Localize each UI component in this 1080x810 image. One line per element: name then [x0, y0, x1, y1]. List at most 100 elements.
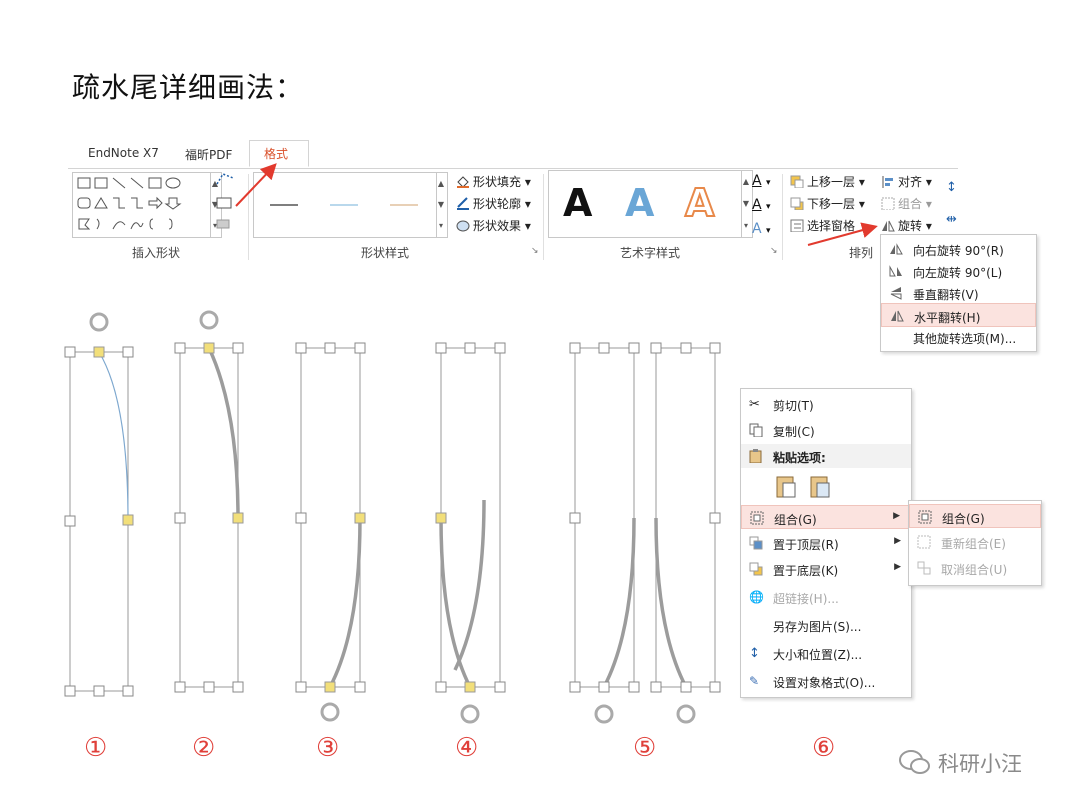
align-label: 对齐 — [898, 175, 923, 189]
step-5-shape[interactable] — [569, 342, 721, 724]
submenu-ungroup[interactable]: 取消组合(U) — [909, 556, 1041, 580]
group-label-shape-styles: 形状样式 — [361, 246, 410, 260]
shape-fill-button[interactable]: 形状填充 ▾ — [456, 173, 531, 190]
menu-size-and-position[interactable]: ↕大小和位置(Z)... — [749, 646, 863, 662]
drawing-steps — [64, 310, 721, 724]
shape-style-gallery[interactable] — [253, 172, 437, 238]
shape-style-lines — [270, 204, 418, 206]
paste-option-icons[interactable] — [775, 473, 839, 501]
bring-forward-label: 上移一层 — [807, 175, 856, 189]
format-brush-icon: ✎ — [749, 674, 760, 688]
menu-group[interactable]: 组合(G)▶ — [741, 505, 911, 529]
text-outline-button[interactable]: A ▾ — [752, 197, 771, 213]
send-backward-button[interactable]: 下移一层 ▾ — [790, 195, 865, 212]
globe-icon: 🌐 — [749, 590, 764, 604]
text-fill-button[interactable]: A ▾ — [752, 173, 771, 189]
wordart-sample-orange: A — [684, 180, 715, 226]
wordart-sample-blue: A — [625, 181, 655, 225]
width-icon[interactable]: ⇹ — [946, 212, 957, 227]
selection-pane-label: 选择窗格 — [807, 219, 856, 233]
tab-endnote[interactable]: EndNote X7 — [88, 146, 159, 160]
menu-save-as-picture[interactable]: 另存为图片(S)... — [773, 620, 862, 634]
menu-copy[interactable]: 复制(C) — [741, 418, 911, 442]
rotate-icon — [882, 220, 895, 232]
shapes-gallery-icons — [77, 177, 182, 230]
context-menu: ✂剪切(T) 复制(C) 粘贴选项: 组合(G)▶ 置于顶层(R)▶ 置于底层(… — [740, 388, 912, 698]
shape-outline-button[interactable]: 形状轮廓 ▾ — [456, 195, 531, 212]
step-number-4: ④ — [455, 733, 479, 763]
ribbon-tab-row: EndNote X7 福昕PDF 格式 — [68, 140, 958, 169]
scissors-icon: ✂ — [749, 397, 760, 412]
menu-hyperlink[interactable]: 🌐超链接(H)... — [749, 590, 839, 606]
paint-bucket-icon — [457, 176, 469, 188]
step-number-5: ⑤ — [633, 733, 657, 763]
page-title: 疏水尾详细画法： — [72, 71, 305, 104]
rotate-button[interactable]: 旋转 ▾ — [881, 217, 932, 234]
group-button[interactable]: 组合 ▾ — [881, 195, 932, 212]
send-backward-label: 下移一层 — [807, 197, 856, 211]
group-submenu: 组合(G) 重新组合(E) 取消组合(U) — [908, 500, 1042, 586]
bring-forward-button[interactable]: 上移一层 ▾ — [790, 173, 865, 190]
flip-vertical-item[interactable]: 垂直翻转(V) — [881, 281, 1036, 305]
send-backward-icon — [790, 197, 804, 210]
copy-icon — [749, 423, 763, 437]
step-number-1: ① — [84, 733, 108, 763]
step-4-shape[interactable] — [435, 342, 506, 724]
shape-effects-button[interactable]: 形状效果 ▾ — [456, 217, 531, 234]
rotate-left-90-item[interactable]: 向左旋转 90°(L) — [881, 259, 1036, 283]
step-2-shape[interactable] — [174, 310, 244, 693]
dialog-launcher-icon[interactable]: ↘ — [531, 246, 539, 256]
group-label-arrange: 排列 — [849, 246, 874, 260]
pencil-icon — [457, 197, 469, 210]
wordart-gallery-scroll[interactable]: ▲▼▾ — [740, 170, 753, 238]
dialog-launcher-icon-2[interactable]: ↘ — [770, 246, 778, 256]
shape-style-scroll[interactable]: ▲▼▾ — [435, 172, 448, 238]
wordart-sample-black: A — [563, 181, 593, 225]
edit-shape-icons[interactable] — [213, 170, 243, 240]
submenu-group[interactable]: 组合(G) — [909, 504, 1041, 528]
clipboard-icon — [749, 449, 762, 463]
menu-paste-options: 粘贴选项: — [741, 444, 911, 468]
tab-format[interactable]: 格式 — [249, 140, 309, 167]
group-label-insert-shapes: 插入形状 — [132, 246, 181, 260]
rotate-menu: 向右旋转 90°(R) 向左旋转 90°(L) 垂直翻转(V) 水平翻转(H) … — [880, 234, 1037, 352]
step-3-shape[interactable] — [295, 342, 366, 722]
step-number-6: ⑥ — [812, 733, 836, 763]
text-effects-button[interactable]: A ▾ — [752, 221, 771, 237]
wordart-gallery[interactable]: A A A — [548, 170, 742, 238]
shape-effects-icon — [456, 220, 470, 232]
menu-bring-to-front[interactable]: 置于顶层(R)▶ — [741, 531, 911, 555]
size-icon: ↕ — [749, 646, 760, 661]
shapes-gallery[interactable] — [72, 172, 211, 238]
more-rotation-options-item[interactable]: 其他旋转选项(M)... — [913, 332, 1017, 346]
align-button[interactable]: 对齐 ▾ — [881, 173, 932, 190]
flip-horizontal-item[interactable]: 水平翻转(H) — [881, 303, 1036, 327]
rotate-label: 旋转 — [898, 219, 923, 233]
align-icon — [882, 176, 893, 188]
step-number-2: ② — [192, 733, 216, 763]
watermark: 科研小汪 — [938, 752, 1022, 776]
tab-foxit-pdf[interactable]: 福昕PDF — [185, 148, 233, 162]
group-icon — [918, 510, 932, 524]
step-1-shape[interactable] — [64, 312, 134, 697]
send-to-back-icon — [749, 562, 763, 576]
selection-pane-button[interactable]: 选择窗格 — [790, 217, 855, 234]
height-icon[interactable]: ↕ — [946, 180, 957, 195]
text-format-buttons[interactable]: A ▾ A ▾ A ▾ — [752, 170, 771, 242]
wechat-icon — [899, 750, 930, 774]
group-label: 组合 — [898, 197, 923, 211]
selection-pane-icon — [790, 219, 804, 232]
submenu-regroup[interactable]: 重新组合(E) — [909, 530, 1041, 554]
rotate-right-90-item[interactable]: 向右旋转 90°(R) — [881, 237, 1036, 261]
bring-forward-icon — [790, 175, 804, 188]
shape-effects-label: 形状效果 — [473, 219, 522, 233]
bring-to-front-icon — [749, 536, 763, 550]
flip-horizontal-icon — [891, 310, 904, 322]
ungroup-icon — [917, 561, 931, 575]
step-number-3: ③ — [316, 733, 340, 763]
rotate-left-icon — [889, 265, 902, 277]
menu-format-object[interactable]: ✎设置对象格式(O)... — [749, 674, 876, 690]
menu-send-to-back[interactable]: 置于底层(K)▶ — [741, 557, 911, 581]
ribbon: EndNote X7 福昕PDF 格式 ▲▼▾ 插入形状 — [68, 140, 958, 263]
menu-cut[interactable]: ✂剪切(T) — [749, 397, 814, 413]
